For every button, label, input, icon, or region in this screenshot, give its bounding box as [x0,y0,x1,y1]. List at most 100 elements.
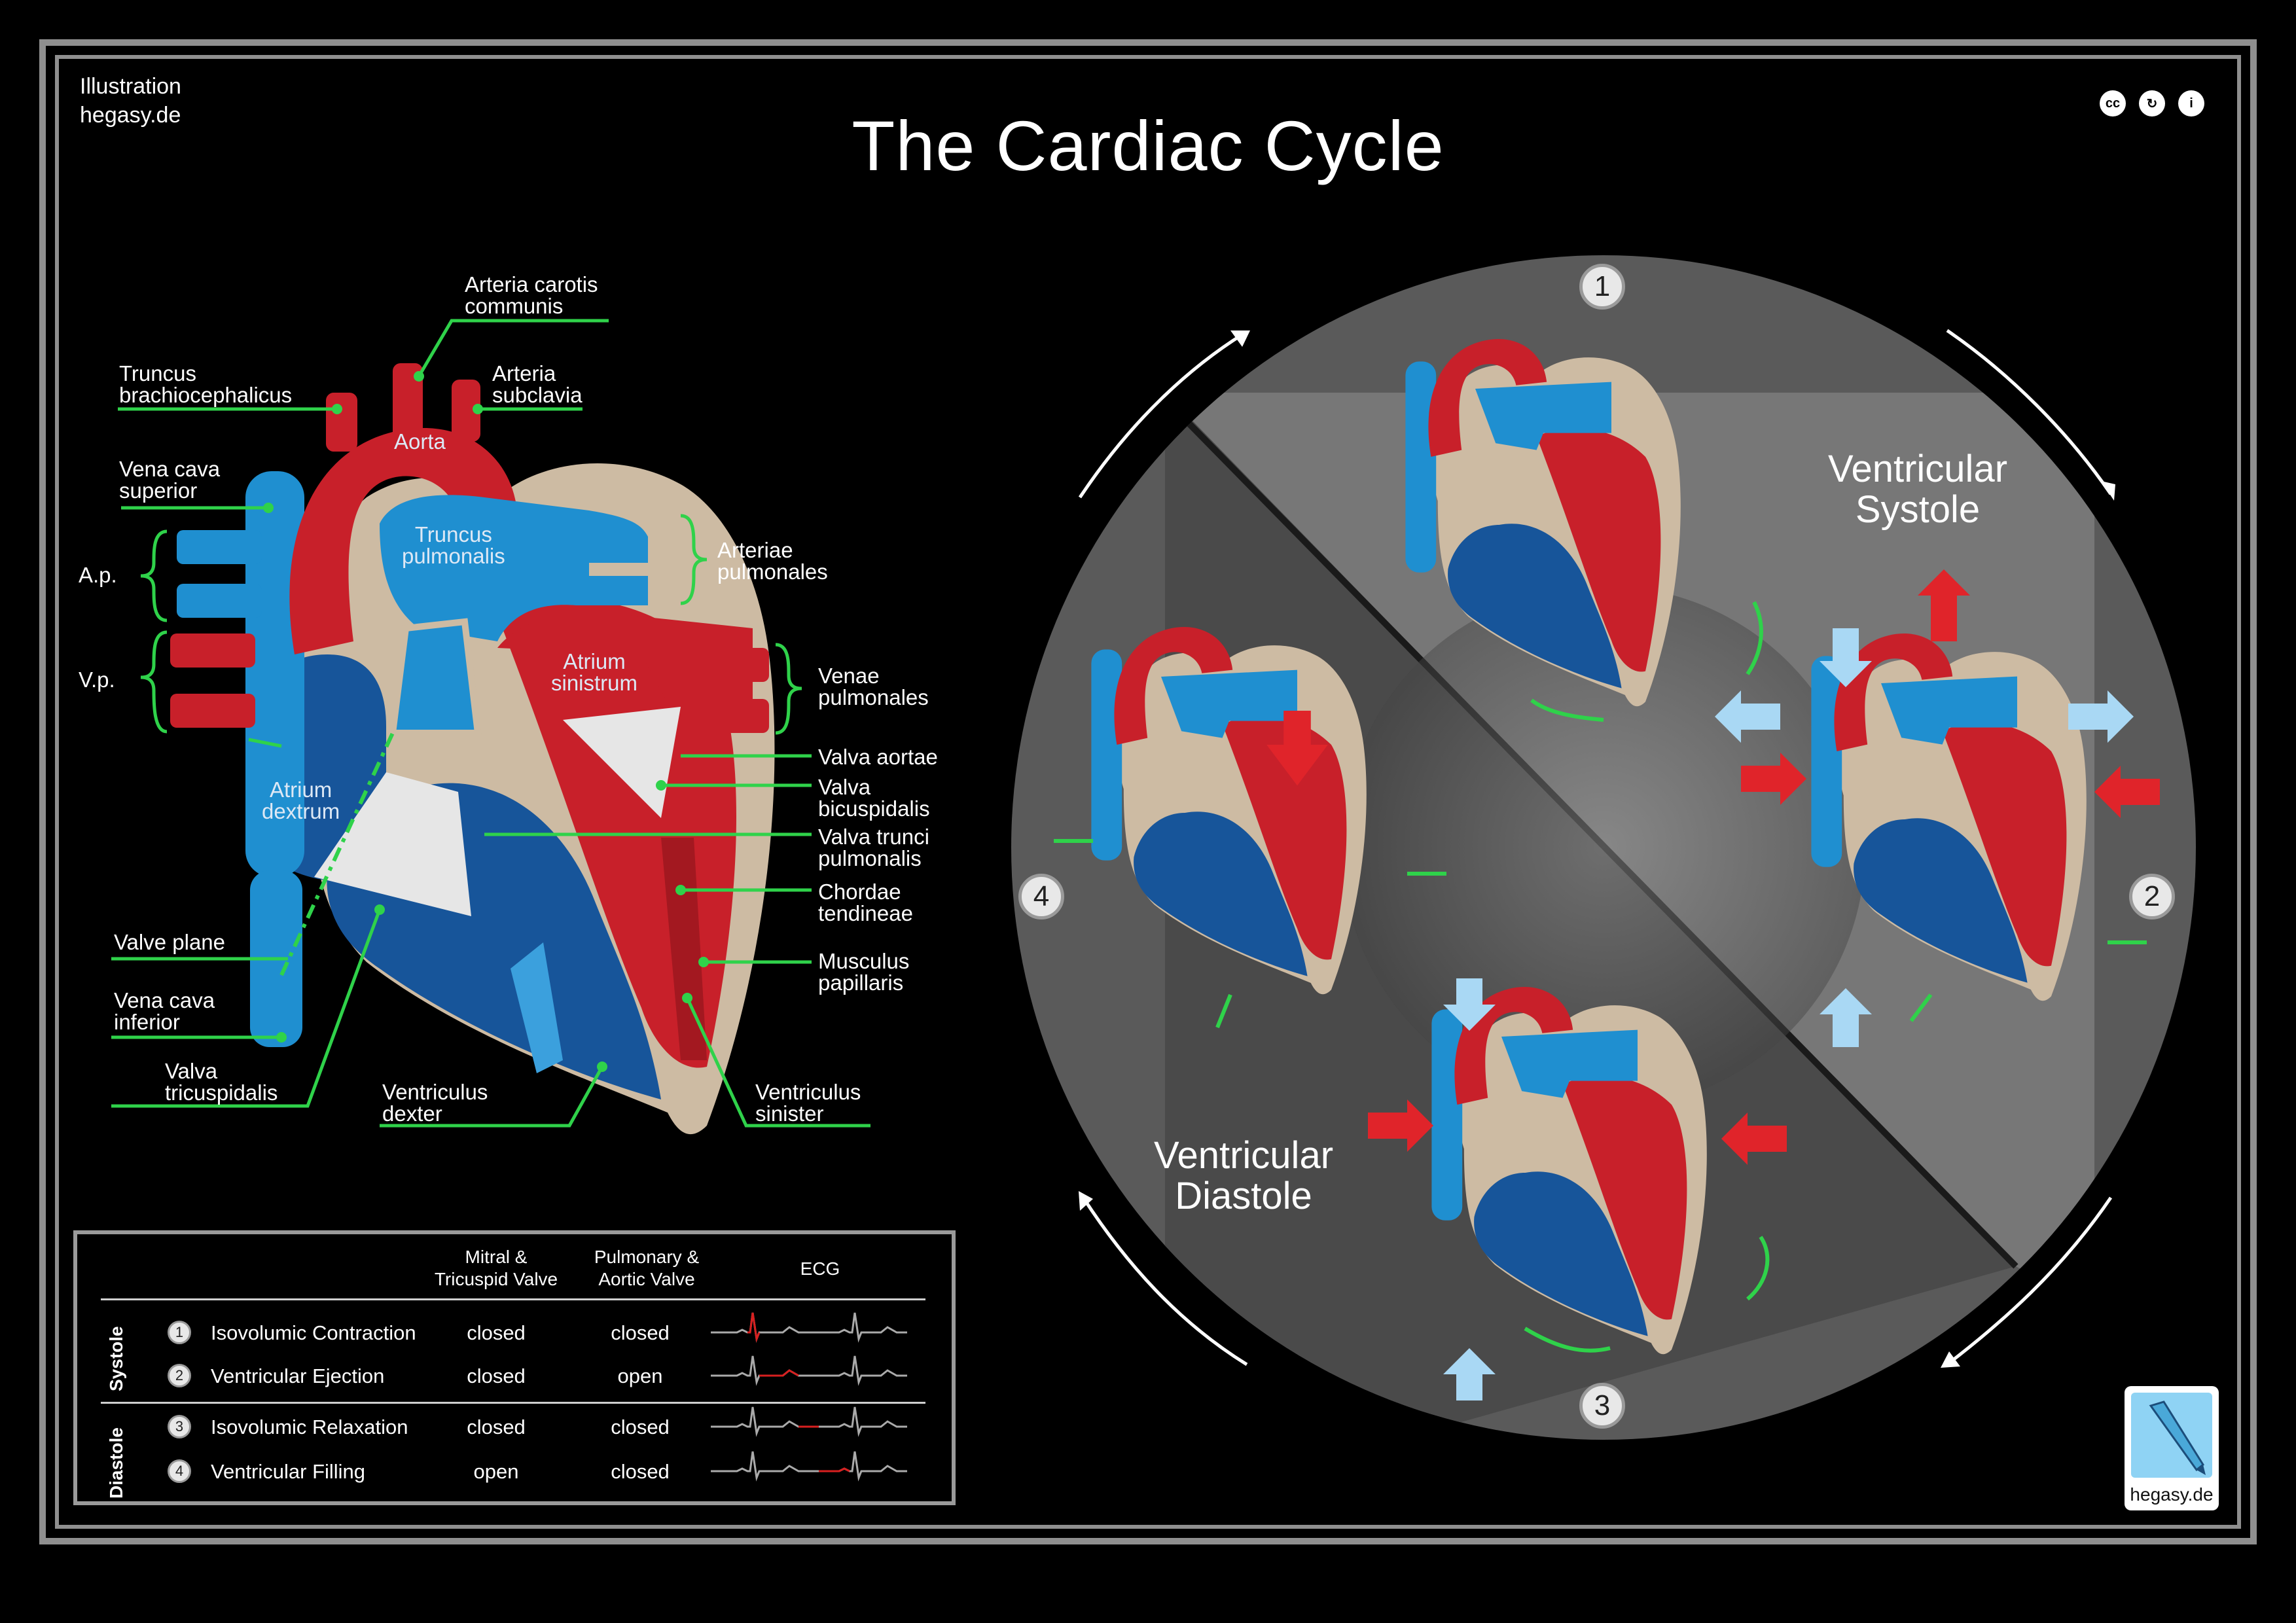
label-venae-pulm-1: Venae [818,664,880,688]
label-valva-tricusp-2: tricuspidalis [165,1080,278,1105]
row-3-num: 3 [168,1415,191,1438]
vena-pulmonalis-2 [170,694,255,728]
pen-icon [2131,1393,2212,1478]
label-truncus-pulm-1: Truncus [414,522,492,546]
ecg-trace-3 [711,1406,907,1437]
label-venae-pulm-2: pulmonales [818,685,929,709]
label-arteria-carotis-2: communis [465,294,564,318]
ecg-traces [711,1312,907,1482]
phase-badge-3: 3 [1579,1383,1625,1429]
label-valva-trunci-2: pulmonalis [818,846,922,870]
table-divider-mid [101,1402,925,1404]
arteria-subclavia [452,380,480,442]
ecg-trace-2 [711,1355,907,1386]
label-truncus-brachio-2: brachiocephalicus [119,383,293,407]
vena-pulmonalis-r2 [700,699,769,733]
label-chordae-2: tendineae [818,901,913,925]
license-icons: cc ↻ i [2100,90,2204,116]
header-av-1: Mitral & [465,1247,528,1267]
label-valva-bicusp-2: bicuspidalis [818,796,930,821]
cycle-arrow-heads [1079,330,2115,1368]
row-1-phase: Isovolumic Contraction [211,1321,416,1344]
row-3-av: closed [467,1416,526,1438]
header-av-valve: Mitral &Tricuspid Valve [418,1246,575,1291]
diastole-label-2: Diastole [1175,1175,1312,1217]
inner-frame [55,55,2241,1529]
outer-frame [39,39,2257,1544]
header-sl-1: Pulmonary & [594,1247,700,1267]
systole-label-1: Ventricular [1827,448,2008,490]
label-valve-plane: Valve plane [114,930,226,954]
logo-text: hegasy.de [2130,1484,2214,1505]
label-arteria-carotis-1: Arteria carotis [465,272,598,296]
group-systole: Systole [106,1326,126,1391]
row-3-sl: closed [611,1416,670,1438]
row-4-sl: closed [611,1460,670,1483]
label-truncus-brachio-1: Truncus [119,361,196,385]
label-arteria-subclavia-2: subclavia [492,383,583,407]
label-atrium-sin-1: Atrium [563,649,626,673]
left-atrium [497,613,753,733]
arteria-pulmonalis-l1 [177,530,262,564]
header-sl-valve: Pulmonary &Aortic Valve [568,1246,725,1291]
row-1-num: 1 [168,1321,191,1344]
braces [140,514,802,735]
label-chordae-1: Chordae [818,880,901,904]
papillary-muscle-right [511,942,563,1073]
credit: Illustration hegasy.de [80,72,181,130]
label-vci-1: Vena cava [114,988,215,1012]
papillary-muscle-left [661,838,707,1060]
flow-arrows-green [1054,601,2147,1353]
label-vcs-2: superior [119,478,198,503]
arteria-carotis [393,363,423,442]
row-1-av: closed [467,1321,526,1344]
label-vp: V.p. [79,668,115,692]
label-valva-bicusp-1: Valva [818,775,871,799]
mini-heart-4 [1091,627,1367,995]
label-musculus-1: Musculus [818,949,910,973]
cycle-arrows [1078,329,2113,1366]
row-3-phase: Isovolumic Relaxation [211,1416,408,1438]
row-4-phase: Ventricular Filling [211,1460,366,1483]
row-2-num: 2 [168,1364,191,1387]
vena-pulmonalis-r1 [700,648,769,682]
label-ap: A.p. [79,563,117,587]
label-aorta: Aorta [394,429,446,454]
label-valva-trunci-1: Valva trunci [818,825,929,849]
by-icon: ↻ [2139,90,2165,116]
diastole-label-1: Ventricular [1153,1134,1334,1177]
aortic-outflow [389,618,482,736]
phase-table: Mitral &Tricuspid Valve Pulmonary &Aorti… [73,1230,956,1505]
info-icon: i [2178,90,2204,116]
label-arteriae-pulm-2: pulmonales [717,560,828,584]
phase-badge-2: 2 [2129,874,2175,919]
row-2-sl: open [617,1364,663,1387]
pointer-dots [263,371,709,1072]
hegasy-logo: hegasy.de [2125,1386,2219,1510]
vena-cava-superior [245,471,304,877]
label-valva-aortae: Valva aortae [818,745,938,769]
label-atrium-dex-1: Atrium [269,777,332,802]
row-2-av: closed [467,1364,526,1387]
label-atrium-sin-2: sinistrum [551,671,638,695]
valve-plane-line [279,732,395,976]
header-sl-2: Aortic Valve [598,1269,695,1289]
ecg-trace-4 [711,1451,907,1482]
mini-heart-1 [1405,339,1681,707]
mitral-valve-area [563,707,681,818]
